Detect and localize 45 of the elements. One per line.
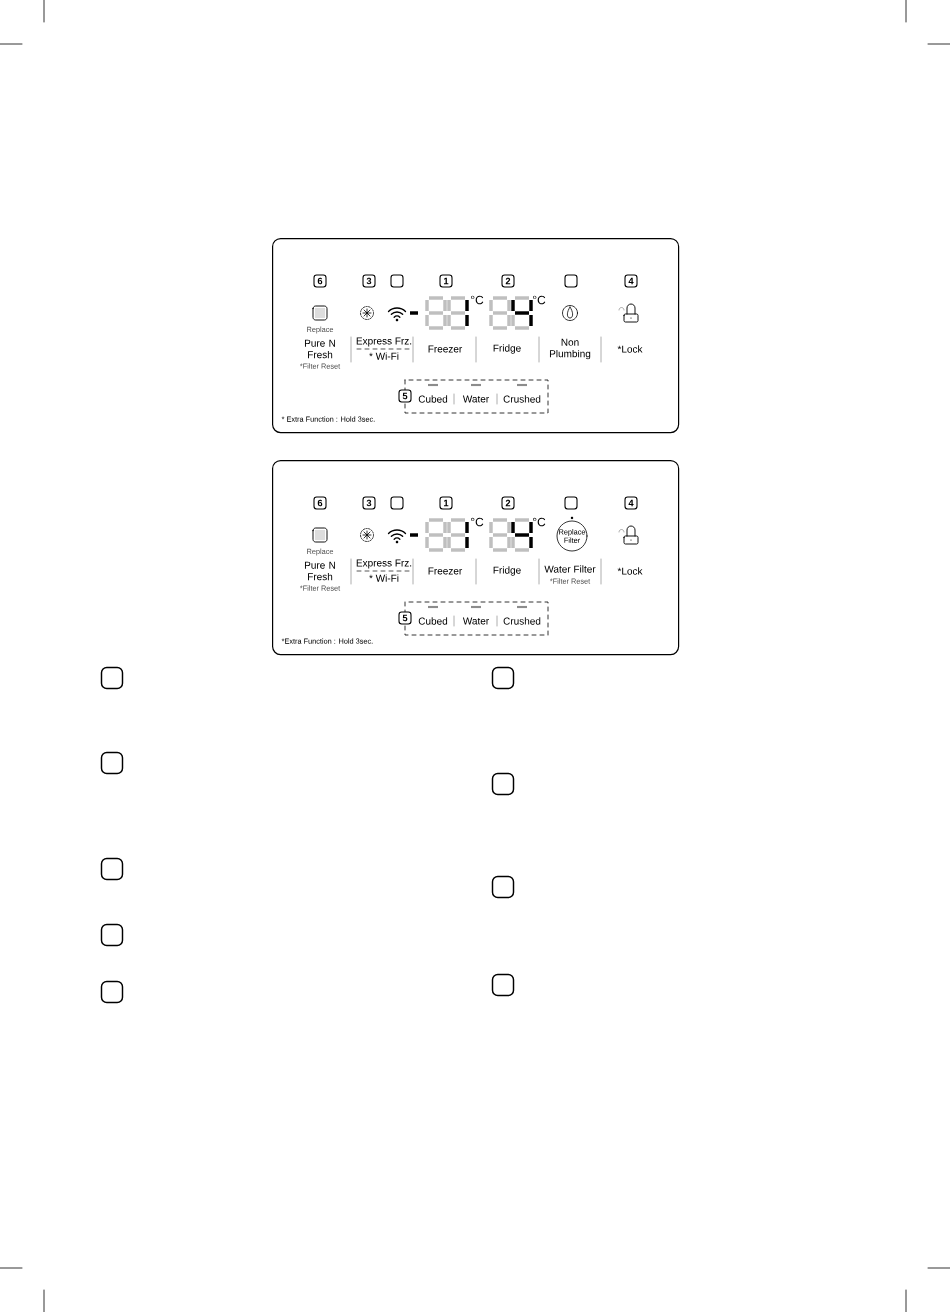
button-label: Pure N Fresh <box>305 339 335 359</box>
button-label: * Wi-Fi <box>369 352 399 360</box>
callout-number: 1 <box>439 274 453 288</box>
callout-number: 3 <box>362 496 376 510</box>
button-label: Express Frz. <box>356 337 412 347</box>
callout-number <box>491 772 515 796</box>
button-label: Non Plumbing <box>550 338 591 360</box>
callout-number <box>390 496 404 510</box>
callout-number <box>491 973 515 997</box>
button-label: Fridge <box>493 344 521 354</box>
callout-number: 1 <box>439 496 453 510</box>
callout-number <box>491 666 515 690</box>
callout-number <box>564 274 578 288</box>
callout-number <box>390 274 404 288</box>
button-label: * Wi-Fi <box>369 574 399 582</box>
callout-number: 2 <box>501 274 515 288</box>
unit-label: °C <box>533 295 546 305</box>
callout-number <box>100 923 124 947</box>
callout-number <box>564 496 578 510</box>
callout-number <box>100 980 124 1004</box>
button-label: Freezer <box>428 345 463 353</box>
callout-number: 2 <box>501 496 515 510</box>
callout-number: 5 <box>398 389 412 403</box>
unit-label: °C <box>533 517 546 527</box>
control-panel <box>272 460 680 656</box>
callout-number <box>491 875 515 899</box>
callout-number: 6 <box>313 496 327 510</box>
button-label: Fridge <box>493 566 521 576</box>
unit-label: °C <box>471 295 484 305</box>
button-label: Express Frz. <box>356 559 412 569</box>
button-label: Freezer <box>428 567 463 575</box>
button-label: Pure N Fresh <box>305 561 335 581</box>
control-panel <box>272 238 680 434</box>
button-label: *Lock <box>617 567 643 575</box>
button-label: *Lock <box>617 345 643 353</box>
callout-number <box>100 751 124 775</box>
callout-number: 3 <box>362 274 376 288</box>
callout-number <box>100 666 124 690</box>
unit-label: °C <box>471 517 484 527</box>
callout-number: 6 <box>313 274 327 288</box>
callout-number: 5 <box>398 611 412 625</box>
callout-number: 4 <box>624 496 638 510</box>
button-label: Water Filter <box>544 565 596 573</box>
callout-number: 4 <box>624 274 638 288</box>
callout-number <box>100 857 124 881</box>
